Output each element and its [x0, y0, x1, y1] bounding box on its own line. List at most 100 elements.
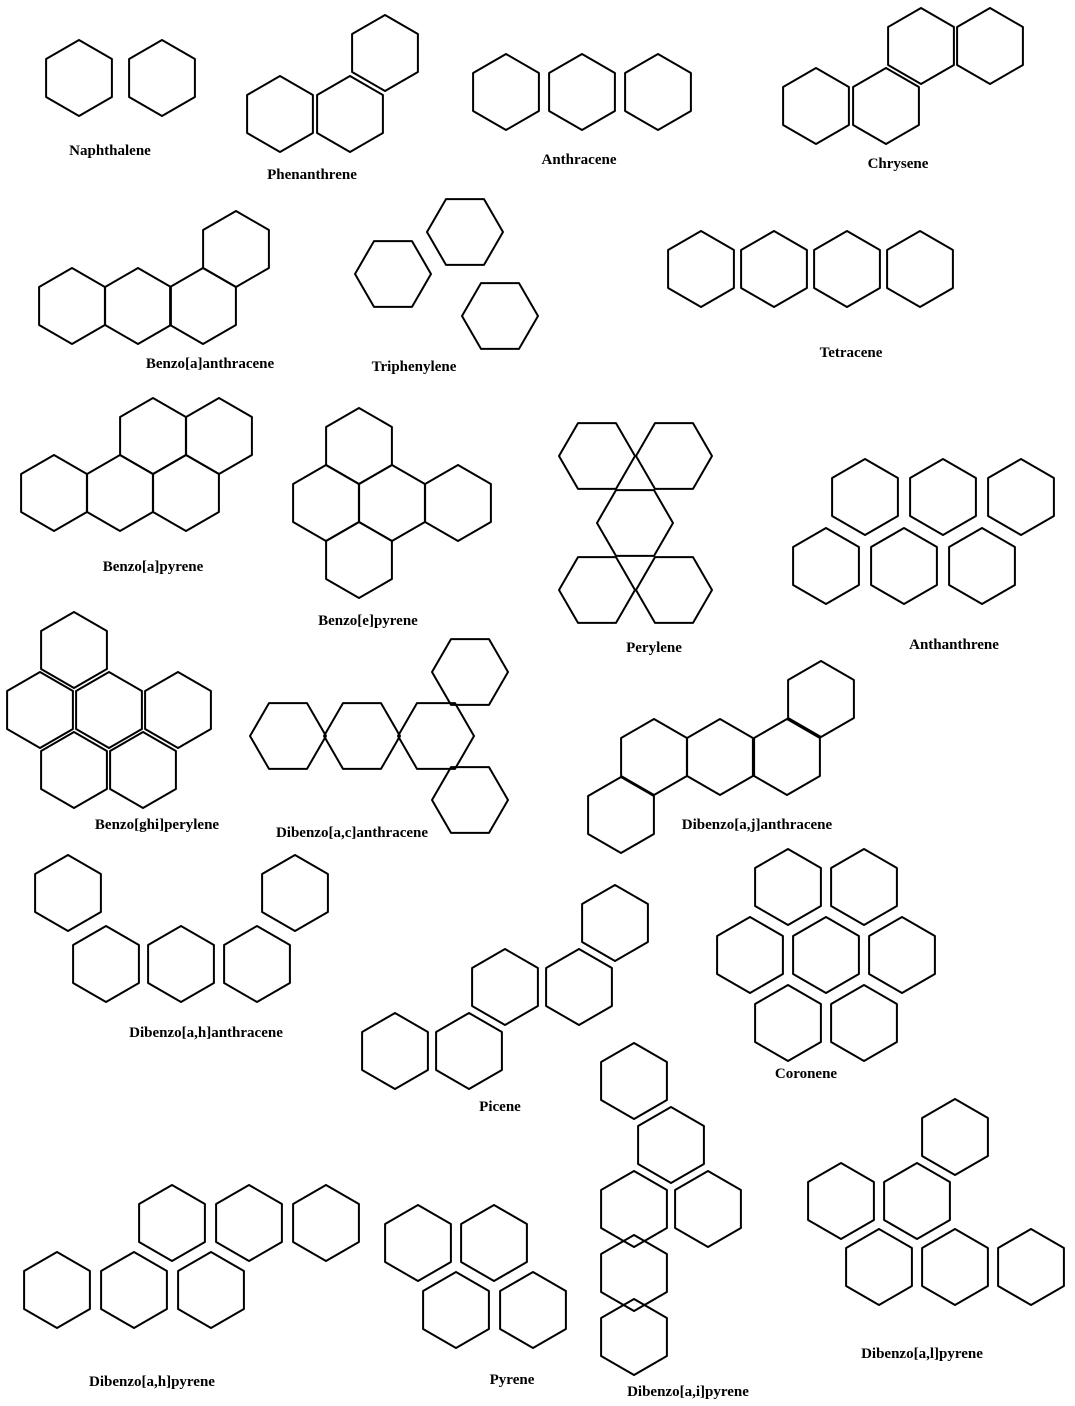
benzene-ring-5: [909, 458, 977, 536]
molecule-chrysene: [782, 7, 1024, 145]
benzene-ring-3: [596, 489, 674, 557]
molecule-pyrene: [384, 1204, 567, 1349]
benzene-ring-5: [921, 1228, 989, 1306]
label-phenanthrene: Phenanthrene: [267, 167, 357, 183]
benzene-ring-5: [581, 884, 649, 962]
benzene-ring-2: [740, 230, 808, 308]
benzene-ring-1: [587, 776, 655, 854]
benzene-ring-2: [635, 422, 713, 490]
benzene-ring-6: [987, 458, 1055, 536]
benzene-ring-5: [325, 521, 393, 599]
benzene-ring-1: [472, 53, 540, 131]
molecule-dibenzo-a-l-pyrene: [807, 1098, 1065, 1306]
benzene-ring-1: [20, 454, 88, 532]
benzene-ring-3: [461, 282, 539, 350]
benzene-ring-3: [868, 916, 936, 994]
benzene-ring-3: [397, 702, 475, 770]
benzene-ring-2: [852, 67, 920, 145]
benzene-ring-2: [435, 1012, 503, 1090]
benzene-ring-5: [830, 848, 898, 926]
benzene-ring-4: [956, 7, 1024, 85]
benzene-ring-6: [109, 731, 177, 809]
benzene-ring-2: [637, 1106, 705, 1184]
benzene-ring-1: [600, 1042, 668, 1120]
label-perylene: Perylene: [626, 640, 682, 656]
benzene-ring-2: [883, 1162, 951, 1240]
benzene-ring-3: [471, 948, 539, 1026]
benzene-ring-5: [431, 766, 509, 834]
molecule-benzo-a-pyrene: [20, 397, 253, 532]
molecule-naphthalene: [45, 39, 196, 117]
molecule-benzo-ghi-perylene: [6, 611, 212, 809]
label-dibenzo-al-pyrene: Dibenzo[a,l]pyrene: [861, 1346, 983, 1362]
molecule-dibenzo-a-c-anthracene: [249, 638, 509, 834]
benzene-ring-4: [325, 407, 393, 485]
benzene-ring-3: [921, 1098, 989, 1176]
benzene-ring-5: [261, 854, 329, 932]
benzene-ring-1: [246, 75, 314, 153]
benzene-ring-5: [635, 556, 713, 624]
label-triphenylene: Triphenylene: [372, 359, 457, 375]
benzene-ring-1: [384, 1204, 452, 1282]
benzene-ring-3: [813, 230, 881, 308]
label-coronene: Coronene: [775, 1066, 838, 1082]
label-dibenzo-aj-anthracene: Dibenzo[a,j]anthracene: [682, 817, 833, 833]
benzene-ring-1: [782, 67, 850, 145]
benzene-ring-1: [34, 854, 102, 932]
benzene-ring-7: [830, 984, 898, 1062]
label-anthanthrene: Anthanthrene: [909, 637, 999, 653]
molecule-anthanthrene: [792, 458, 1055, 605]
label-dibenzo-ai-pyrene: Dibenzo[a,i]pyrene: [627, 1384, 749, 1400]
benzene-ring-6: [600, 1298, 668, 1376]
benzene-ring-4: [223, 925, 291, 1003]
benzene-ring-5: [215, 1184, 283, 1262]
benzene-ring-1: [558, 422, 636, 490]
benzene-ring-3: [152, 454, 220, 532]
benzene-ring-1: [6, 671, 74, 749]
label-dibenzo-ah-pyrene: Dibenzo[a,h]pyrene: [89, 1374, 215, 1390]
benzene-ring-1: [792, 527, 860, 605]
benzene-ring-6: [997, 1228, 1065, 1306]
label-naphthalene: Naphthalene: [69, 143, 151, 159]
benzene-ring-3: [147, 925, 215, 1003]
benzene-ring-2: [870, 527, 938, 605]
molecule-perylene: [558, 422, 713, 624]
label-picene: Picene: [479, 1099, 521, 1115]
benzene-ring-1: [45, 39, 113, 117]
label-dibenzo-ac-anthracene: Dibenzo[a,c]anthracene: [276, 825, 428, 841]
molecule-dibenzo-a-i-pyrene: [600, 1042, 742, 1376]
benzene-ring-1: [249, 702, 327, 770]
benzene-ring-3: [600, 1170, 668, 1248]
benzene-ring-4: [831, 458, 899, 536]
benzene-ring-4: [754, 848, 822, 926]
benzene-ring-1: [354, 240, 432, 308]
benzene-ring-4: [431, 638, 509, 706]
benzene-ring-3: [686, 718, 754, 796]
molecule-coronene: [716, 848, 936, 1062]
benzene-ring-2: [75, 671, 143, 749]
benzene-ring-2: [548, 53, 616, 131]
benzene-ring-3: [948, 527, 1016, 605]
benzene-ring-1: [716, 916, 784, 994]
label-tetracene: Tetracene: [820, 345, 883, 361]
benzene-ring-3: [424, 464, 492, 542]
benzene-ring-1: [667, 230, 735, 308]
benzene-ring-4: [119, 397, 187, 475]
molecule-picene: [361, 884, 649, 1090]
label-benzo-a-pyrene: Benzo[a]pyrene: [103, 559, 204, 575]
benzene-ring-5: [185, 397, 253, 475]
benzene-ring-1: [292, 464, 360, 542]
label-benzo-e-pyrene: Benzo[e]pyrene: [318, 613, 418, 629]
label-anthracene: Anthracene: [542, 152, 617, 168]
benzene-ring-4: [845, 1228, 913, 1306]
benzene-ring-4: [886, 230, 954, 308]
benzene-ring-4: [499, 1271, 567, 1349]
benzene-ring-5: [600, 1234, 668, 1312]
benzene-ring-2: [358, 464, 426, 542]
benzene-ring-3: [351, 14, 419, 92]
benzene-ring-4: [138, 1184, 206, 1262]
label-dibenzo-ah-anthracene: Dibenzo[a,h]anthracene: [129, 1025, 283, 1041]
benzene-ring-2: [316, 75, 384, 153]
label-chrysene: Chrysene: [868, 156, 929, 172]
